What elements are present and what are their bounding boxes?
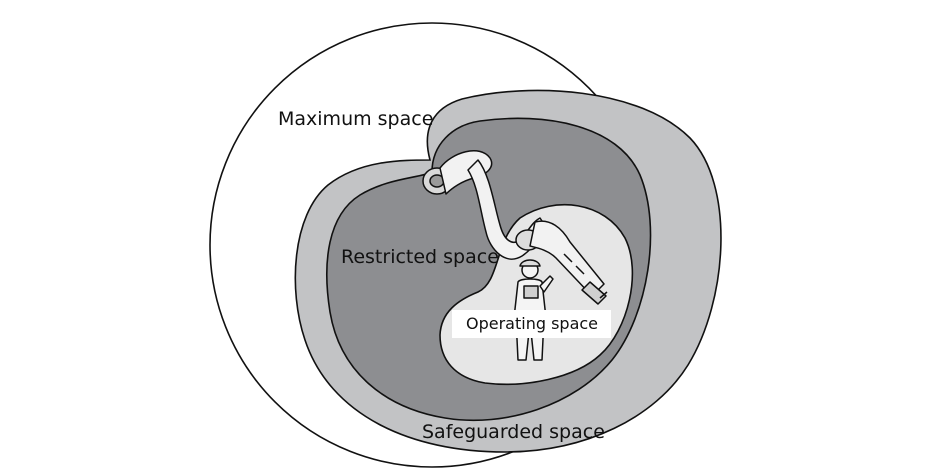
restricted-space-label: Restricted space xyxy=(341,246,499,268)
maximum-space-label: Maximum space xyxy=(278,108,434,130)
operating-space-label: Operating space xyxy=(452,310,612,338)
robot-arm-icon xyxy=(422,150,608,305)
safeguarded-space-label: Safeguarded space xyxy=(422,421,605,443)
